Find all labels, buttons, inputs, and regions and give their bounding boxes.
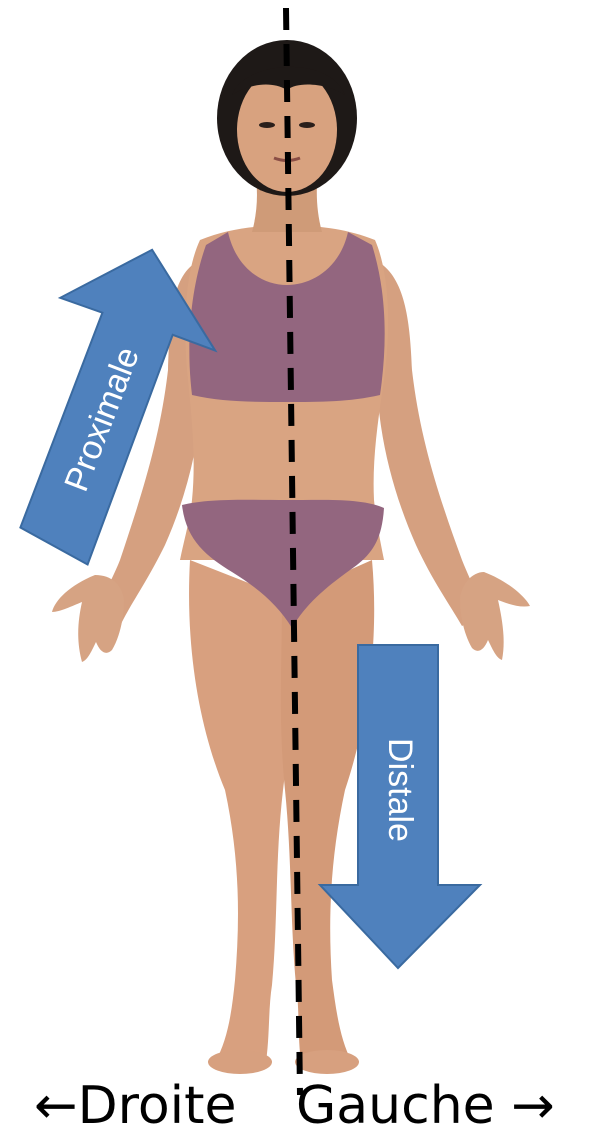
right-eye <box>259 122 275 128</box>
left-foot <box>295 1050 359 1074</box>
right-foot <box>208 1050 272 1074</box>
left-arm <box>375 260 490 626</box>
left-eye <box>299 122 315 128</box>
side-right-label: ←Droite <box>34 1080 237 1132</box>
side-left-label: Gauche → <box>296 1080 555 1132</box>
arrow-distal-label: Distale <box>381 738 419 842</box>
left-hand <box>460 572 530 660</box>
right-leg <box>189 560 292 1068</box>
right-hand <box>52 575 124 662</box>
